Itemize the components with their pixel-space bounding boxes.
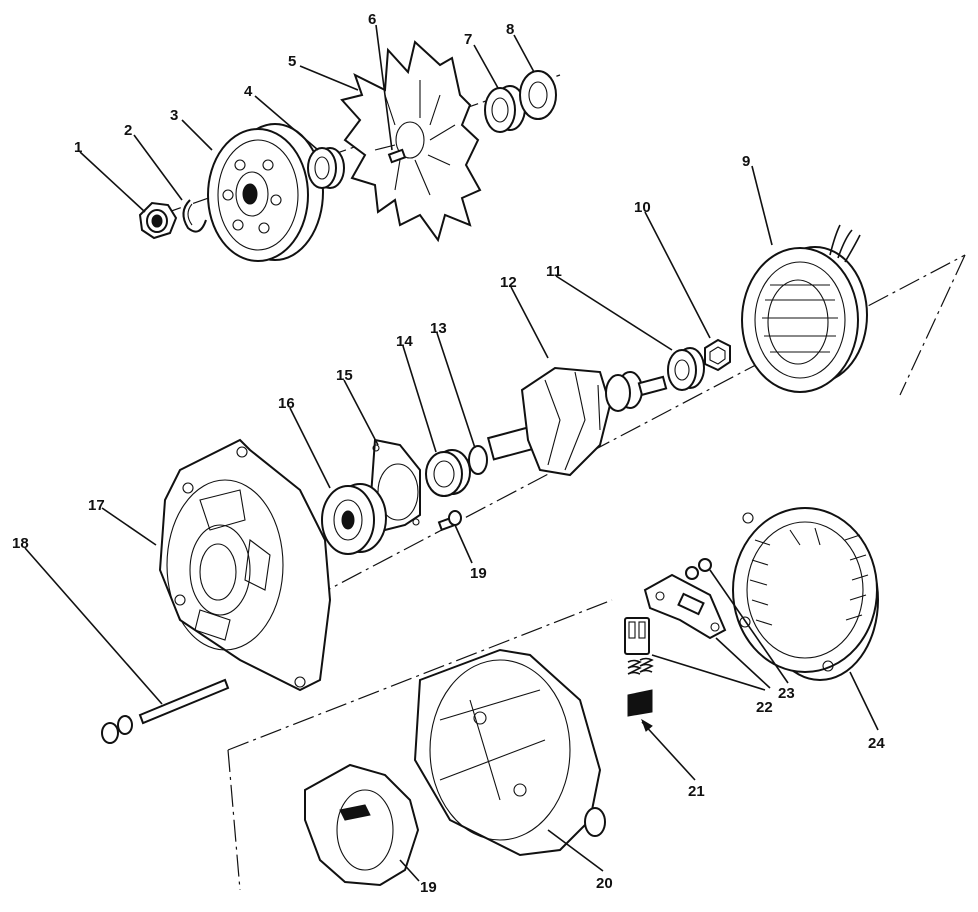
label-10: 10 <box>634 199 651 216</box>
label-7: 7 <box>464 31 472 48</box>
part-retainer <box>425 449 471 497</box>
part-screw <box>437 510 462 532</box>
label-1: 1 <box>74 139 82 156</box>
part-rear-bearing <box>667 347 705 391</box>
label-4: 4 <box>244 83 253 100</box>
label-18: 18 <box>12 535 29 552</box>
label-12: 12 <box>500 274 517 291</box>
part-rotor <box>486 366 668 477</box>
part-collar <box>484 85 526 133</box>
part-drive-end-frame <box>158 438 332 692</box>
label-8: 8 <box>506 21 514 38</box>
part-key <box>387 148 407 164</box>
callout-labels: 1 2 3 4 5 6 7 8 9 10 11 12 13 14 15 16 1… <box>12 11 885 896</box>
label-6: 6 <box>368 11 376 28</box>
label-22: 22 <box>756 699 773 716</box>
label-14: 14 <box>396 333 413 350</box>
part-snap-ring <box>468 445 488 475</box>
part-front-bearing <box>321 483 387 555</box>
part-fan <box>340 40 482 243</box>
part-spacer <box>307 147 345 189</box>
label-19-screw: 19 <box>470 565 487 582</box>
part-brush-holder <box>643 573 727 640</box>
part-washer <box>519 70 557 120</box>
label-16: 16 <box>278 395 295 412</box>
label-24: 24 <box>868 735 885 752</box>
part-through-bolt <box>101 678 230 744</box>
part-lock-washer <box>182 199 207 233</box>
part-brushes-springs <box>624 617 654 717</box>
label-13: 13 <box>430 320 447 337</box>
label-9: 9 <box>742 153 750 170</box>
label-17: 17 <box>88 497 105 514</box>
part-holder-screws <box>685 558 712 580</box>
part-nut <box>138 201 178 240</box>
label-2: 2 <box>124 122 132 139</box>
part-spring-washer <box>704 338 731 372</box>
leader-lines <box>24 24 879 882</box>
part-slip-ring-end-frame <box>413 648 606 857</box>
label-19-shield: 19 <box>420 879 437 896</box>
label-21: 21 <box>688 783 705 800</box>
part-pulley <box>207 123 324 262</box>
label-15: 15 <box>336 367 353 384</box>
part-rear-cover <box>732 507 879 681</box>
part-shield <box>304 763 420 887</box>
label-23: 23 <box>778 685 795 702</box>
label-20: 20 <box>596 875 613 892</box>
label-5: 5 <box>288 53 296 70</box>
label-11: 11 <box>546 263 562 280</box>
part-stator <box>741 224 868 393</box>
label-3: 3 <box>170 107 178 124</box>
